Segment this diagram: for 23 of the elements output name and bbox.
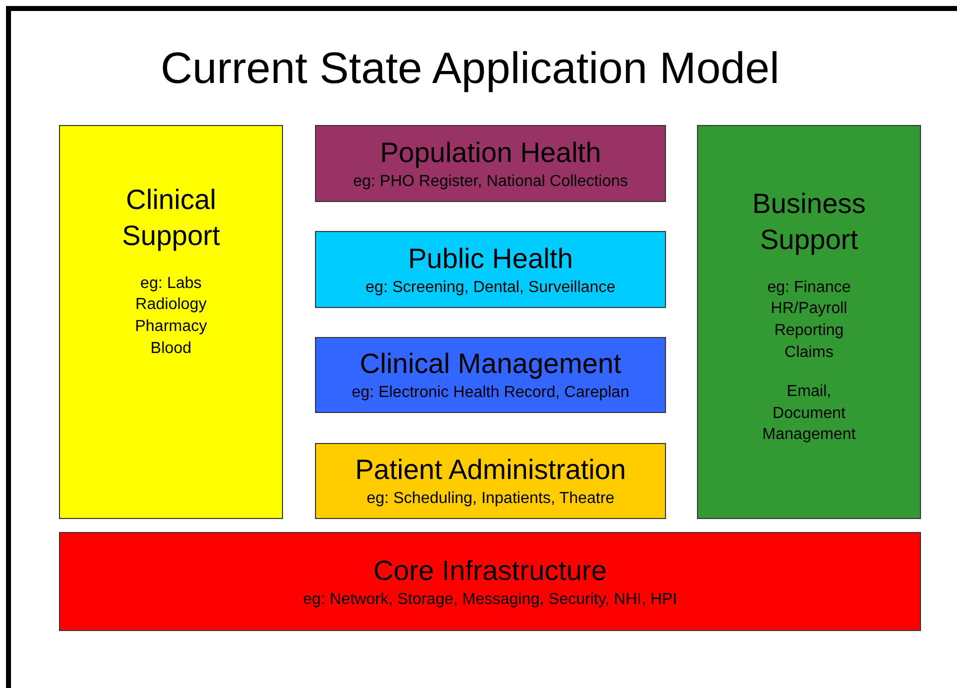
box-heading: Core Infrastructure	[373, 554, 607, 588]
layer-box	[59, 532, 921, 631]
box-heading: Business Support	[751, 187, 867, 258]
box-heading: Clinical Support	[120, 183, 222, 254]
box-examples: eg: Network, Storage, Messaging, Security, NHI, HPI	[302, 590, 678, 610]
layer-box	[315, 125, 666, 202]
box-heading: Clinical Management	[360, 347, 622, 381]
box-examples: eg: Labs Radiology Pharmacy Blood	[134, 274, 208, 359]
box-heading: Population Health	[380, 136, 602, 170]
box-heading: Public Health	[408, 242, 573, 276]
box-examples: eg: Electronic Health Record, Careplan	[352, 383, 630, 404]
box-examples: Email, Document Management	[761, 382, 857, 446]
layer-box	[59, 125, 283, 519]
box-examples: eg: Scheduling, Inpatients, Theatre	[366, 489, 614, 510]
layer-box	[315, 337, 666, 413]
title: Current State Application Model	[160, 44, 780, 94]
box-examples: eg: Finance HR/Payroll Reporting Claims	[766, 278, 852, 363]
box-examples: eg: Screening, Dental, Surveillance	[366, 278, 616, 298]
layer-box	[315, 231, 666, 308]
box-examples: eg: PHO Register, National Collections	[353, 172, 628, 192]
layer-box	[315, 443, 666, 519]
box-heading: Patient Administration	[355, 453, 626, 487]
layer-box	[697, 125, 921, 519]
